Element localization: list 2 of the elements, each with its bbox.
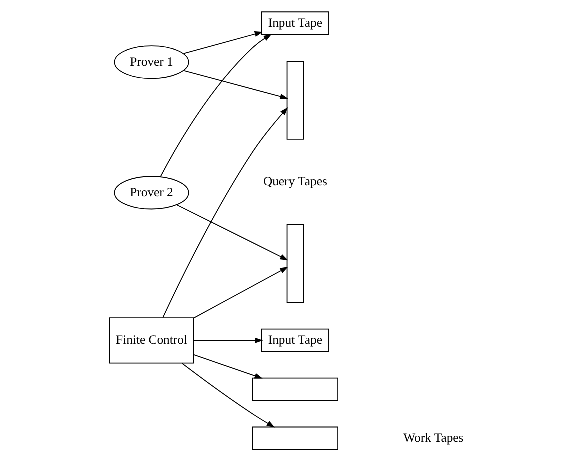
label: Work Tapes: [403, 430, 464, 445]
label: Query Tapes: [262, 174, 327, 188]
